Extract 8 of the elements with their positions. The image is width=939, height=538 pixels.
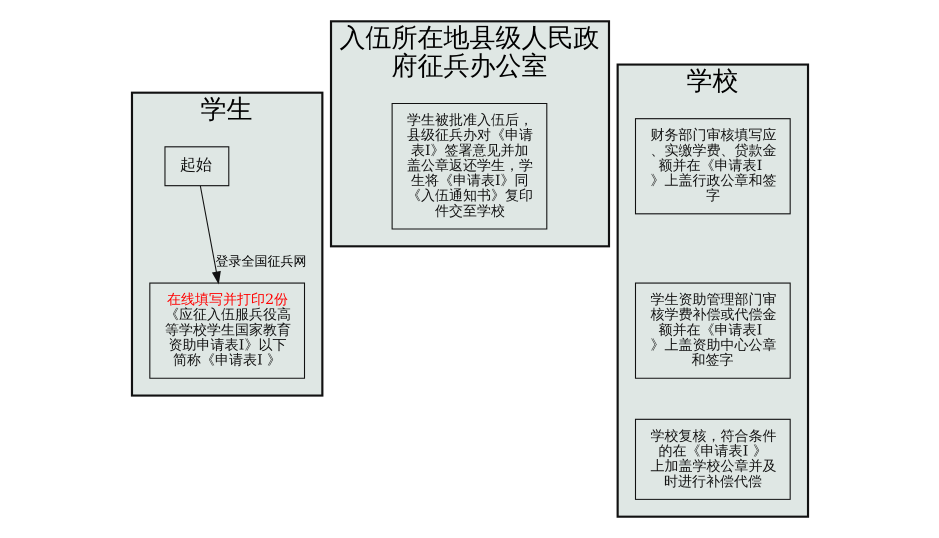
node-box: 在线填写并打印2份 《应征入伍服兵役高等学校学生国家教育资助申请表Ⅰ》以下简称《申请表Ⅰ 》 — [148, 282, 305, 379]
edge-label: 登录全国征兵网 — [215, 254, 306, 270]
node-box: 学校复核，符合条件的在《申请表Ⅰ 》上加盖学校公章并及时进行补偿代偿 — [634, 418, 790, 500]
arrow — [199, 186, 220, 284]
node-box: 学生被批准入伍后，县级征兵办对《申请表Ⅰ》签署意见并加盖公章返还学生，学生将《申请表Ⅰ》同《入伍通知书》复印件交至学校 — [391, 102, 547, 230]
node-box: 起始 — [164, 146, 229, 186]
node-box: 学生资助管理部门审核学费补偿或代偿金额并在《申请表Ⅰ 》上盖资助中心公章和签字 — [634, 282, 790, 379]
node-box: 财务部门审核填写应、实缴学费、贷款金额并在《申请表Ⅰ 》上盖行政公章和签字 — [634, 118, 790, 214]
